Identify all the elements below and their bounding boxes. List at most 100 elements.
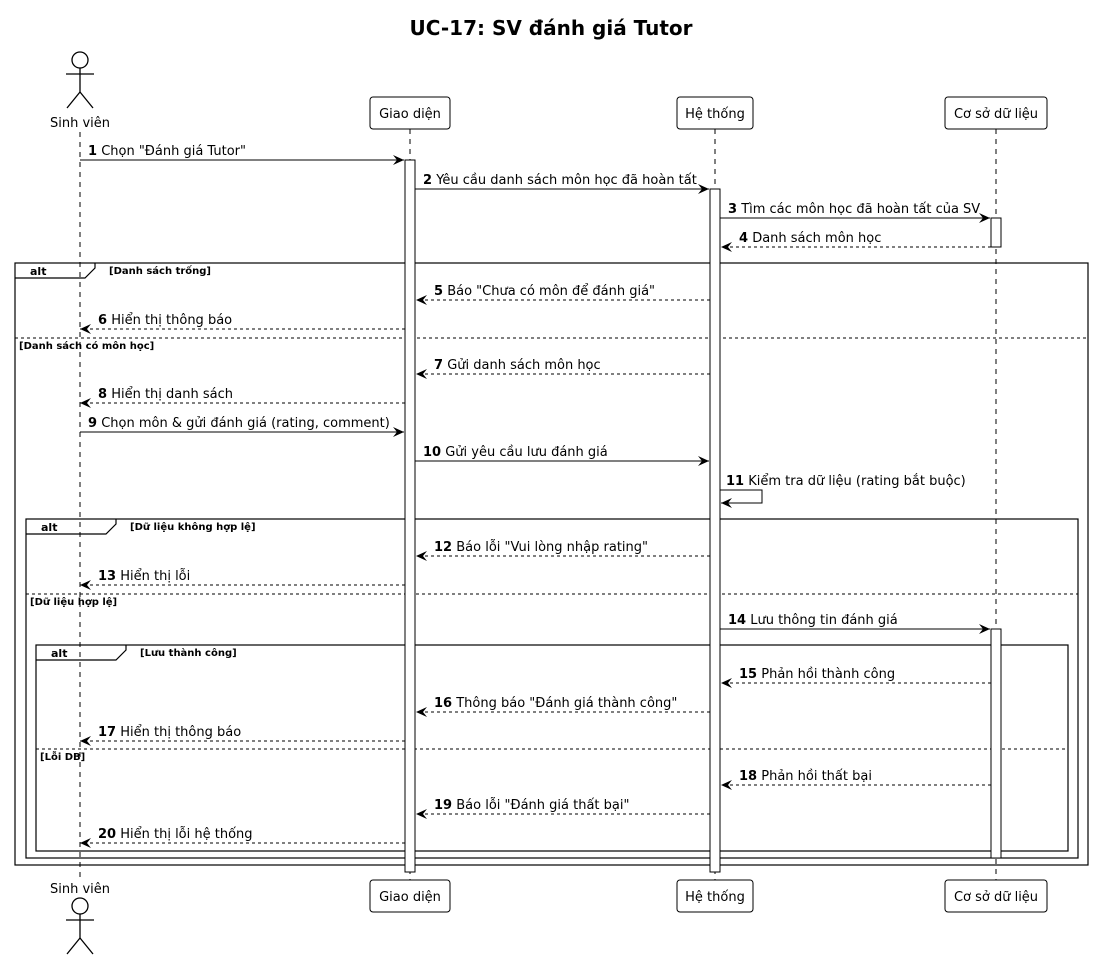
fragment-tab xyxy=(36,645,127,661)
participant-box-giao-dien-top: Giao diện xyxy=(369,96,451,130)
message-text: Báo "Chưa có môn để đánh giá" xyxy=(447,284,655,299)
guard-condition: [Lỗi DB] xyxy=(40,750,85,763)
fragments: alt [Danh sách trống] [Danh sách có môn họ… xyxy=(14,262,1089,866)
participant-box-he-thong-bottom: Hệ thống xyxy=(676,879,754,913)
guard-condition: [Danh sách trống] xyxy=(109,264,211,277)
participant-label: Cơ sở dữ liệu xyxy=(954,107,1038,122)
fragment-keyword: alt xyxy=(30,265,46,278)
message-4: 4 Danh sách môn học xyxy=(721,231,991,252)
message-6: 6 Hiển thị thông báo xyxy=(80,313,405,334)
message-17: 17 Hiển thị thông báo xyxy=(80,725,405,746)
message-text: Hiển thị thông báo xyxy=(120,725,241,740)
message-18: 18 Phản hồi thất bại xyxy=(721,769,991,790)
participant-box-giao-dien-bottom: Giao diện xyxy=(369,879,451,913)
message-label: 2 Yêu cầu danh sách môn học đã hoàn tất xyxy=(423,173,697,188)
stick-figure-icon xyxy=(66,897,94,955)
message-15: 15 Phản hồi thành công xyxy=(721,667,991,688)
message-20: 20 Hiển thị lỗi hệ thống xyxy=(80,827,405,848)
message-13: 13 Hiển thị lỗi xyxy=(80,569,405,590)
fragment-keyword: alt xyxy=(51,647,67,660)
message-text: Danh sách môn học xyxy=(752,231,881,246)
message-number: 7 xyxy=(434,358,443,373)
message-number: 18 xyxy=(739,769,757,784)
message-text: Hiển thị lỗi xyxy=(120,569,190,584)
message-label: 17 Hiển thị thông báo xyxy=(98,725,241,740)
message-label: 19 Báo lỗi "Đánh giá thất bại" xyxy=(434,798,629,813)
message-number: 10 xyxy=(423,445,441,460)
participant-box-co-so-du-lieu-top: Cơ sở dữ liệu xyxy=(944,96,1048,130)
participant-box-he-thong-top: Hệ thống xyxy=(676,96,754,130)
message-label: 7 Gửi danh sách môn học xyxy=(434,358,601,373)
message-1: 1 Chọn "Đánh giá Tutor" xyxy=(80,144,404,165)
message-number: 14 xyxy=(728,613,746,628)
diagram-title: UC-17: SV đánh giá Tutor xyxy=(409,16,692,40)
message-text: Báo lỗi "Đánh giá thất bại" xyxy=(456,798,629,813)
participant-label: Giao diện xyxy=(379,890,441,905)
fragment-keyword: alt xyxy=(41,521,57,534)
guard-condition: [Dữ liệu không hợp lệ] xyxy=(130,521,256,533)
participant-label: Hệ thống xyxy=(685,107,745,122)
message-text: Thông báo "Đánh giá thành công" xyxy=(455,696,677,711)
message-9: 9 Chọn môn & gửi đánh giá (rating, comme… xyxy=(80,416,404,437)
message-10: 10 Gửi yêu cầu lưu đánh giá xyxy=(415,445,709,466)
message-7: 7 Gửi danh sách môn học xyxy=(416,358,710,379)
message-number: 19 xyxy=(434,798,452,813)
message-text: Hiển thị lỗi hệ thống xyxy=(120,827,252,842)
message-number: 16 xyxy=(434,696,452,711)
message-arrow xyxy=(720,489,763,508)
message-5: 5 Báo "Chưa có môn để đánh giá" xyxy=(416,284,710,305)
guard-condition: [Dữ liệu hợp lệ] xyxy=(30,596,117,608)
message-number: 13 xyxy=(98,569,116,584)
message-label: 4 Danh sách môn học xyxy=(739,231,881,246)
message-number: 6 xyxy=(98,313,107,328)
fragment-tab xyxy=(26,519,117,535)
participant-label: Hệ thống xyxy=(685,890,745,905)
message-number: 1 xyxy=(88,144,97,159)
lifelines xyxy=(79,129,997,880)
participant-label: Sinh viên xyxy=(50,882,110,897)
message-text: Kiểm tra dữ liệu (rating bắt buộc) xyxy=(748,474,966,489)
message-number: 2 xyxy=(423,173,432,188)
message-label: 3 Tìm các môn học đã hoàn tất của SV xyxy=(728,202,980,217)
message-label: 18 Phản hồi thất bại xyxy=(739,769,872,784)
message-16: 16 Thông báo "Đánh giá thành công" xyxy=(416,696,710,717)
message-number: 11 xyxy=(726,474,744,489)
guard-condition: [Danh sách có môn học] xyxy=(19,340,154,352)
participant-label: Sinh viên xyxy=(50,116,110,131)
message-text: Chọn môn & gửi đánh giá (rating, comment… xyxy=(101,416,390,431)
message-text: Chọn "Đánh giá Tutor" xyxy=(101,144,246,159)
message-number: 9 xyxy=(88,416,97,431)
participant-label: Giao diện xyxy=(379,107,441,122)
message-label: 12 Báo lỗi "Vui lòng nhập rating" xyxy=(434,540,648,555)
messages: 1 Chọn "Đánh giá Tutor" 2 Yêu cầu danh sá… xyxy=(80,144,991,848)
message-text: Gửi yêu cầu lưu đánh giá xyxy=(445,445,608,460)
alt-fragment-1: alt [Danh sách trống] [Danh sách có môn họ… xyxy=(14,262,1089,866)
message-label: 16 Thông báo "Đánh giá thành công" xyxy=(434,696,677,711)
message-14: 14 Lưu thông tin đánh giá xyxy=(720,613,990,634)
message-text: Phản hồi thất bại xyxy=(761,769,872,784)
message-text: Hiển thị thông báo xyxy=(111,313,232,328)
actor-top: Sinh viên xyxy=(50,51,110,131)
message-label: 1 Chọn "Đánh giá Tutor" xyxy=(88,144,246,159)
message-number: 20 xyxy=(98,827,116,842)
message-text: Gửi danh sách môn học xyxy=(447,358,600,373)
participant-box-co-so-du-lieu-bottom: Cơ sở dữ liệu xyxy=(944,879,1048,913)
message-12: 12 Báo lỗi "Vui lòng nhập rating" xyxy=(416,540,710,561)
message-number: 5 xyxy=(434,284,443,299)
message-label: 6 Hiển thị thông báo xyxy=(98,313,232,328)
message-19: 19 Báo lỗi "Đánh giá thất bại" xyxy=(416,798,710,819)
message-label: 13 Hiển thị lỗi xyxy=(98,569,190,584)
activation-bar-he-thong xyxy=(709,188,721,873)
message-text: Lưu thông tin đánh giá xyxy=(750,613,898,628)
activations xyxy=(404,159,1002,873)
message-label: 14 Lưu thông tin đánh giá xyxy=(728,613,898,628)
message-text: Hiển thị danh sách xyxy=(111,387,233,402)
message-label: 9 Chọn môn & gửi đánh giá (rating, comme… xyxy=(88,416,390,431)
fragment-tab xyxy=(15,263,96,279)
message-text: Báo lỗi "Vui lòng nhập rating" xyxy=(456,540,648,555)
activation-bar-giao-dien xyxy=(404,159,416,873)
message-label: 20 Hiển thị lỗi hệ thống xyxy=(98,827,253,842)
message-number: 4 xyxy=(739,231,748,246)
